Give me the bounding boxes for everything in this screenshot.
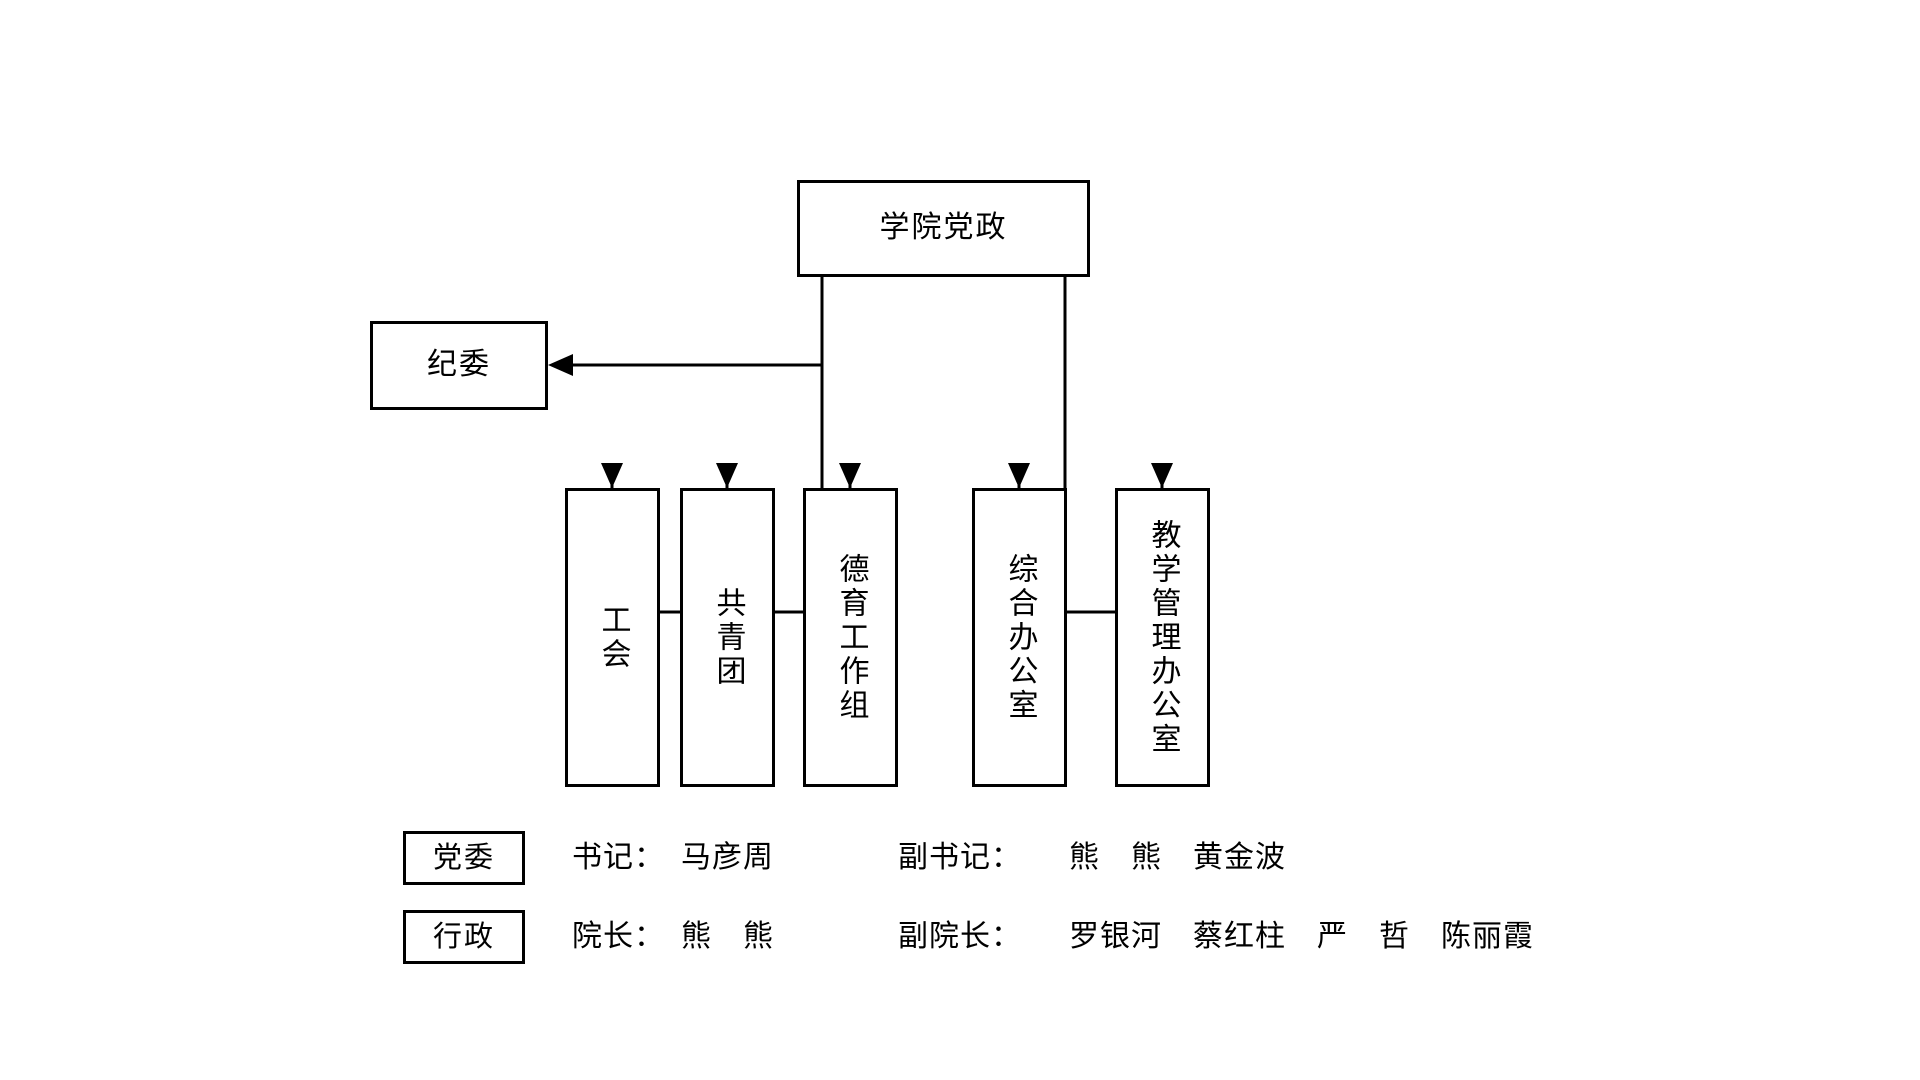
node-labor-union[interactable]: 工会 <box>565 488 660 787</box>
node-general-office-label: 综合办公室 <box>1002 552 1038 723</box>
node-discipline[interactable]: 纪委 <box>370 321 548 410</box>
arrowhead-labor-union <box>601 463 623 488</box>
node-moral-education-group-label: 德育工作组 <box>833 552 869 723</box>
node-youth-league-label: 共青团 <box>710 586 746 689</box>
node-general-office[interactable]: 综合办公室 <box>972 488 1067 787</box>
arrowhead-youth-league <box>716 463 738 488</box>
roster-line-party-committee: 书记： 马彦周 副书记： 熊 熊 黄金波 <box>572 840 1286 875</box>
node-moral-education-group[interactable]: 德育工作组 <box>803 488 898 787</box>
arrowhead-general-office <box>1008 463 1030 488</box>
roster-line-administration: 院长： 熊 熊 副院长： 罗银河 蔡红柱 严 哲 陈丽霞 <box>572 919 1534 954</box>
arrowhead-discipline <box>548 354 573 376</box>
roster-tag-administration[interactable]: 行政 <box>403 910 525 964</box>
arrowhead-teaching-office <box>1151 463 1173 488</box>
node-root[interactable]: 学院党政 <box>797 180 1090 277</box>
node-youth-league[interactable]: 共青团 <box>680 488 775 787</box>
node-labor-union-label: 工会 <box>595 603 631 672</box>
arrowheads <box>548 354 1173 488</box>
node-root-label: 学院党政 <box>879 210 1008 246</box>
node-discipline-label: 纪委 <box>427 347 491 383</box>
node-teaching-management-office[interactable]: 教学管理办公室 <box>1115 488 1210 787</box>
node-teaching-management-office-label: 教学管理办公室 <box>1145 518 1181 757</box>
roster-tag-party-committee-label: 党委 <box>432 840 495 875</box>
roster-tag-administration-label: 行政 <box>432 919 495 954</box>
arrowhead-moral-education <box>839 463 861 488</box>
roster-tag-party-committee[interactable]: 党委 <box>403 831 525 885</box>
